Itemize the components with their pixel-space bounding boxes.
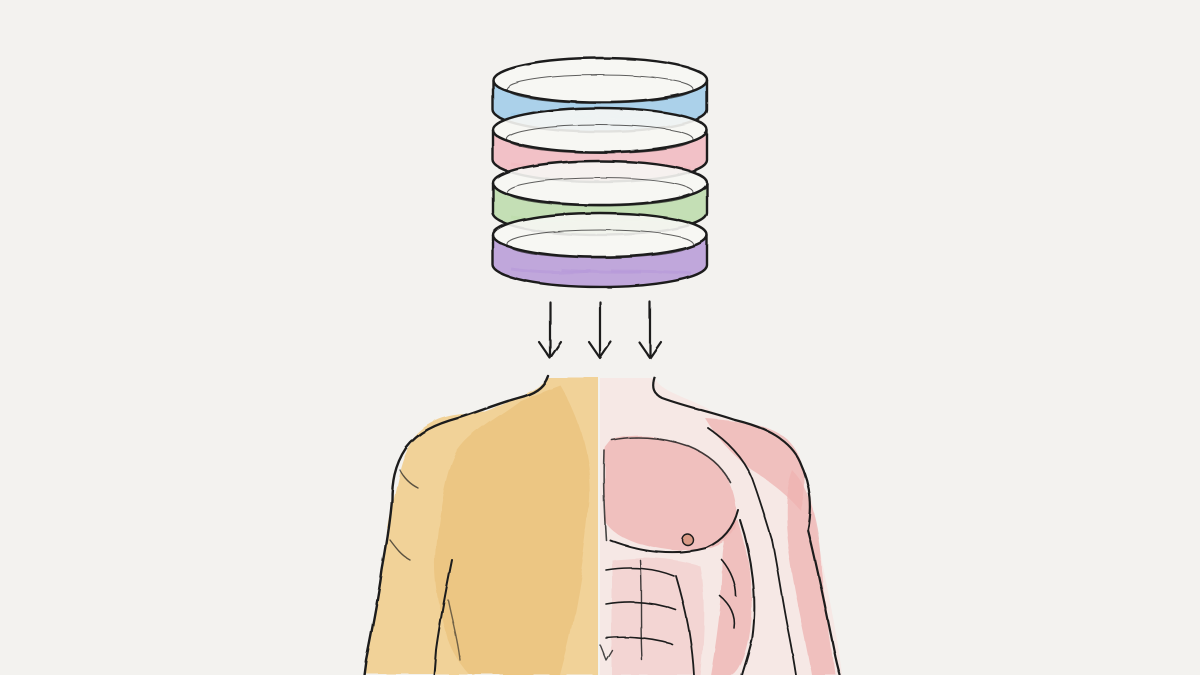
torso-fat-side <box>366 378 598 675</box>
arrows-group <box>537 300 663 360</box>
torso-icon <box>362 374 842 675</box>
down-arrow-icon <box>587 300 613 360</box>
muscle-shade <box>710 520 752 675</box>
muscle-shade <box>604 436 737 551</box>
muscle-shade <box>785 470 836 675</box>
muscle-shade <box>705 418 805 510</box>
down-arrow-icon <box>537 300 563 360</box>
torso-muscle-side <box>600 378 842 675</box>
stack-layer-4 <box>491 211 709 289</box>
muscle-shade <box>612 558 704 675</box>
down-arrow-icon <box>637 300 663 360</box>
database-stack-icon <box>491 56 709 289</box>
